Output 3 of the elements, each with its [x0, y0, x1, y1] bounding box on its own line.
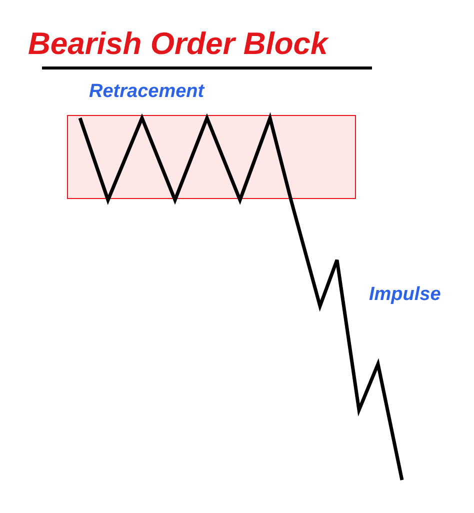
zone-heading: Retracement [89, 81, 204, 103]
title: Bearish Order Block [28, 26, 328, 62]
chart-label: Impulse [369, 284, 441, 306]
